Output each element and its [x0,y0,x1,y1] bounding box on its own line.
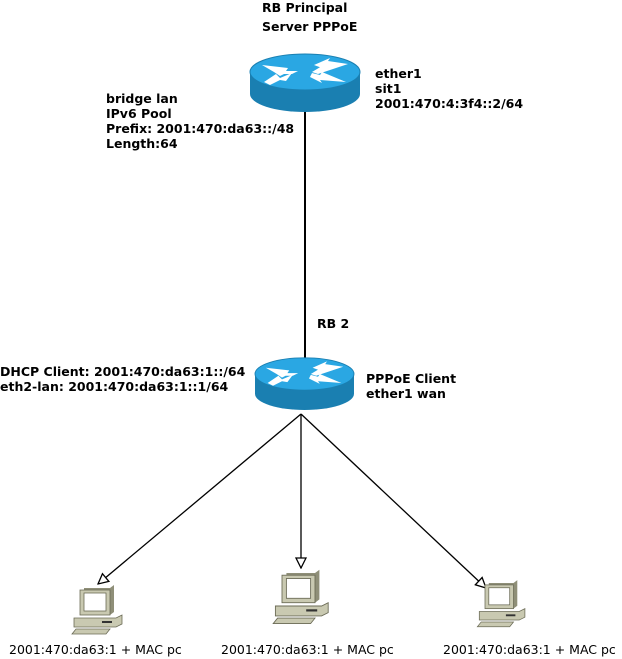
client-lan-line-1: DHCP Client: 2001:470:da63:1::/64 [0,364,246,379]
pc-1-label: 2001:470:da63:1 + MAC pc [9,642,182,657]
pc-3-label: 2001:470:da63:1 + MAC pc [443,642,616,657]
main-router-title: RB Principal Server PPPoE [262,0,357,34]
client-router-icon[interactable] [254,357,355,411]
pool-line-3: Prefix: 2001:470:da63::/48 [106,121,295,136]
client-lan-line-2: eth2-lan: 2001:470:da63:1::1/64 [0,379,229,394]
pool-line-1: bridge lan [106,91,178,106]
link-client-to-pc-1 [98,413,302,584]
client-router-title: RB 2 [317,316,349,331]
main-router-interfaces: ether1 sit1 2001:470:4:3f4::2/64 [375,66,523,111]
main-router-iface-3: 2001:470:4:3f4::2/64 [375,96,524,111]
main-router-title-line-2: Server PPPoE [262,19,358,34]
client-wan-line-1: PPPoE Client [366,371,457,386]
pool-line-2: IPv6 Pool [106,106,172,121]
client-wan-line-2: ether1 wan [366,386,446,401]
main-router-pool-info: bridge lan IPv6 Pool Prefix: 2001:470:da… [106,91,294,151]
link-client-to-pc-3 [300,413,486,588]
main-router-iface-2: sit1 [375,81,402,96]
client-router-title-text: RB 2 [317,316,350,331]
pool-line-4: Length:64 [106,136,178,151]
client-router-wan-info: PPPoE Client ether1 wan [366,371,456,401]
client-router-lan-info: DHCP Client: 2001:470:da63:1::/64 eth2-l… [0,364,245,394]
pc-2-icon[interactable] [272,569,329,625]
main-router-iface-1: ether1 [375,66,422,81]
pc-2-label: 2001:470:da63:1 + MAC pc [221,642,394,657]
main-router-title-line-1: RB Principal [262,0,348,15]
pc-1-icon[interactable] [71,584,123,635]
